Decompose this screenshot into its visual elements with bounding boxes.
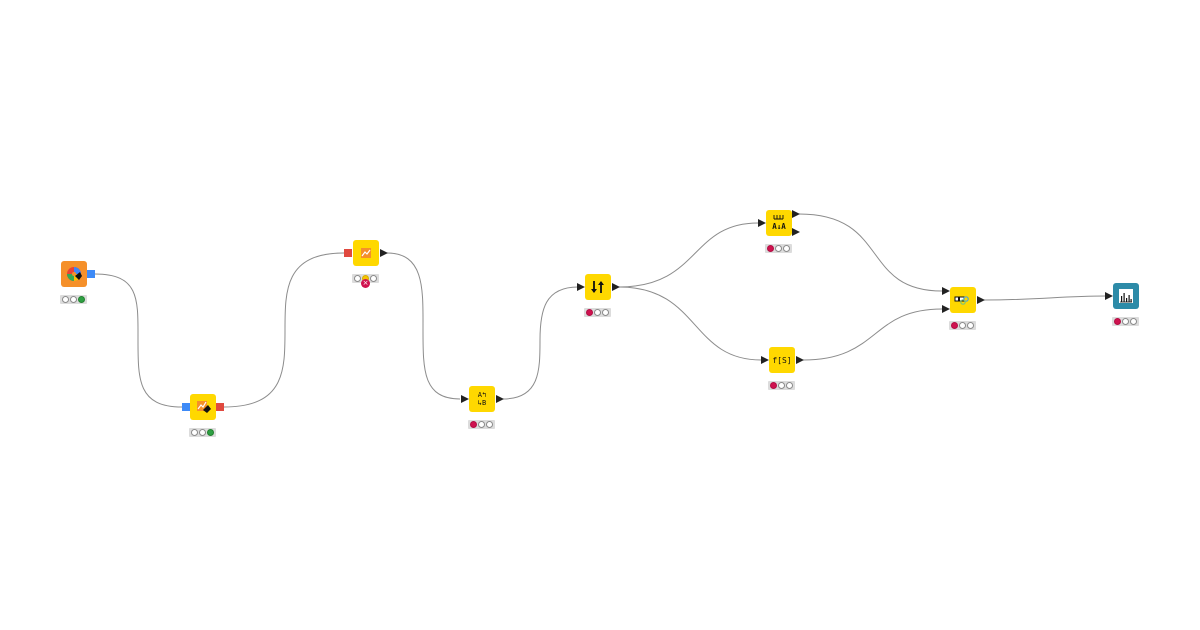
sort-icon [591, 281, 604, 293]
input-port-n8-2[interactable] [942, 305, 950, 313]
output-port-n6-2[interactable] [792, 228, 800, 236]
node-n5[interactable] [585, 274, 611, 300]
edge-n4-n5[interactable] [502, 286, 579, 400]
node-n9[interactable] [1113, 283, 1139, 309]
status-light-off [959, 322, 966, 329]
color-wheel-icon [67, 267, 82, 281]
status-light-off [594, 309, 601, 316]
status-lights-n2 [189, 428, 216, 437]
node-n2[interactable] [190, 394, 216, 420]
status-light-off [602, 309, 609, 316]
status-lights-n6 [765, 244, 792, 253]
edge-n7-n8[interactable] [802, 308, 943, 361]
chart-line-icon [361, 248, 371, 258]
output-port-n2[interactable] [216, 403, 224, 411]
edge-n5-n7[interactable] [618, 286, 762, 361]
status-lights-n8 [949, 321, 976, 330]
status-light-executed [207, 429, 214, 436]
status-light-off [70, 296, 77, 303]
status-light-off [486, 421, 493, 428]
node-n8[interactable] [950, 287, 976, 313]
output-port-n6-1[interactable] [792, 210, 800, 218]
status-light-not-configured [586, 309, 593, 316]
status-light-off [967, 322, 974, 329]
input-port-n6[interactable] [758, 219, 766, 227]
output-port-n8[interactable] [977, 296, 985, 304]
status-light-off [1130, 318, 1137, 325]
status-light-off [191, 429, 198, 436]
node-n4[interactable]: A↰ ↳B [469, 386, 495, 412]
edge-n5-n6[interactable] [618, 222, 759, 288]
status-light-executed [78, 296, 85, 303]
joiner-icon [954, 296, 969, 305]
status-lights-n3 [352, 274, 379, 283]
status-light-off [783, 245, 790, 252]
input-port-n9[interactable] [1105, 292, 1113, 300]
status-light-off [775, 245, 782, 252]
output-port-n7[interactable] [796, 356, 804, 364]
status-lights-n7 [768, 381, 795, 390]
output-port-n5[interactable] [612, 283, 620, 291]
status-light-not-configured [951, 322, 958, 329]
color-apply-icon [197, 401, 211, 413]
column-splitter-icon: A↓A [772, 215, 786, 231]
output-port-n1[interactable] [87, 270, 95, 278]
status-lights-n9 [1112, 317, 1139, 326]
status-light-off [1122, 318, 1129, 325]
status-light-off [778, 382, 785, 389]
rename-columns-icon-line2: ↳B [478, 399, 486, 407]
edge-n3-n4[interactable] [386, 252, 461, 400]
status-light-off [199, 429, 206, 436]
output-port-n4[interactable] [496, 395, 504, 403]
input-port-n2[interactable] [182, 403, 190, 411]
input-port-n7[interactable] [761, 356, 769, 364]
node-n7[interactable]: f[S] [769, 347, 795, 373]
status-light-not-configured [470, 421, 477, 428]
status-light-not-configured [767, 245, 774, 252]
status-light-off [478, 421, 485, 428]
status-light-not-configured [770, 382, 777, 389]
status-lights-n1 [60, 295, 87, 304]
node-n6[interactable]: A↓A [766, 210, 792, 236]
input-port-n5[interactable] [577, 283, 585, 291]
node-n1[interactable] [61, 261, 87, 287]
status-light-off [370, 275, 377, 282]
edge-n2-n3[interactable] [223, 252, 345, 408]
status-lights-n4 [468, 420, 495, 429]
input-port-n8-1[interactable] [942, 287, 950, 295]
string-manipulation-icon: f[S] [772, 356, 791, 365]
status-light-not-configured [1114, 318, 1121, 325]
node-n3[interactable] [353, 240, 379, 266]
status-lights-n5 [584, 308, 611, 317]
input-port-n3[interactable] [344, 249, 352, 257]
output-port-n3[interactable] [380, 249, 388, 257]
status-light-off [786, 382, 793, 389]
input-port-n4[interactable] [461, 395, 469, 403]
edge-n1-n2[interactable] [94, 273, 183, 408]
status-light-off [62, 296, 69, 303]
svg-text:A↓A: A↓A [772, 222, 786, 231]
rename-columns-icon: A↰ [478, 391, 486, 399]
edge-n6-n8[interactable] [798, 213, 943, 292]
bar-chart-view-icon [1119, 289, 1133, 303]
status-light-off [354, 275, 361, 282]
error-icon[interactable]: × [361, 279, 370, 288]
edge-n8-n9[interactable] [983, 295, 1107, 301]
